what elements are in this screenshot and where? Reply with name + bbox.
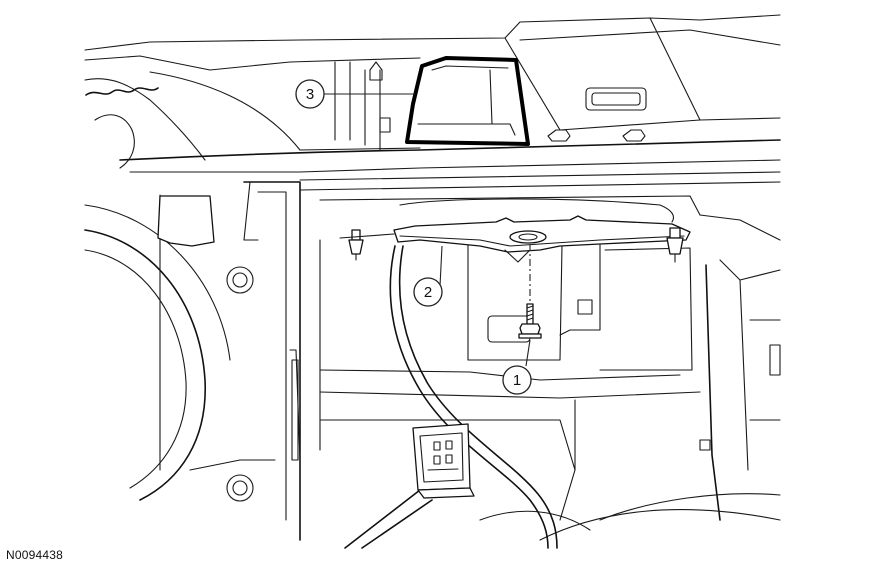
callout-1: 1 <box>502 339 532 395</box>
upper-component-outline <box>405 56 530 146</box>
callout-1-label: 1 <box>513 372 521 389</box>
bolt <box>518 244 542 339</box>
right-structure <box>479 259 781 541</box>
callout-2-label: 2 <box>424 284 432 301</box>
figure-id-label: N0094438 <box>6 548 63 562</box>
callout-3-label: 3 <box>306 86 314 103</box>
mounting-bracket <box>339 215 691 263</box>
callout-3: 3 <box>295 79 415 109</box>
upper-body-structure <box>84 14 781 169</box>
left-pillar <box>243 181 301 541</box>
electrical-connector <box>412 423 475 499</box>
main-crossmember <box>119 139 781 191</box>
callout-2: 2 <box>413 245 443 307</box>
left-lamp-opening <box>84 194 276 502</box>
